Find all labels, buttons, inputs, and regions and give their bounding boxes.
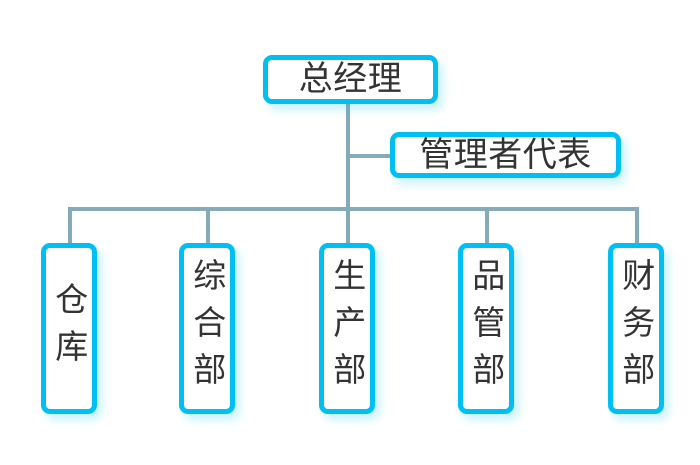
node-department-general-affairs[interactable]: 综合部 <box>179 243 235 414</box>
node-management-representative[interactable]: 管理者代表 <box>390 132 621 178</box>
connector-drop-general-affairs <box>206 207 210 245</box>
node-department-warehouse[interactable]: 仓库 <box>41 243 97 414</box>
node-department-general-affairs-label: 综合部 <box>187 258 227 399</box>
connector-drop-production <box>346 207 350 245</box>
node-general-manager-label: 总经理 <box>298 59 403 100</box>
connector-drop-warehouse <box>68 207 72 245</box>
connector-horizontal-bus <box>68 207 639 211</box>
node-department-production[interactable]: 生产部 <box>319 243 375 414</box>
node-department-quality-control[interactable]: 品管部 <box>458 243 514 414</box>
node-department-finance-label: 财务部 <box>616 258 656 399</box>
node-department-production-label: 生产部 <box>327 258 367 399</box>
node-department-warehouse-label: 仓库 <box>49 281 89 376</box>
connector-drop-quality-control <box>485 207 489 245</box>
connector-branch-management-rep <box>346 154 392 158</box>
node-department-finance[interactable]: 财务部 <box>608 243 664 414</box>
connector-drop-finance <box>635 207 639 245</box>
node-department-quality-control-label: 品管部 <box>466 258 506 399</box>
node-management-representative-label: 管理者代表 <box>419 134 592 175</box>
node-general-manager[interactable]: 总经理 <box>263 55 438 104</box>
